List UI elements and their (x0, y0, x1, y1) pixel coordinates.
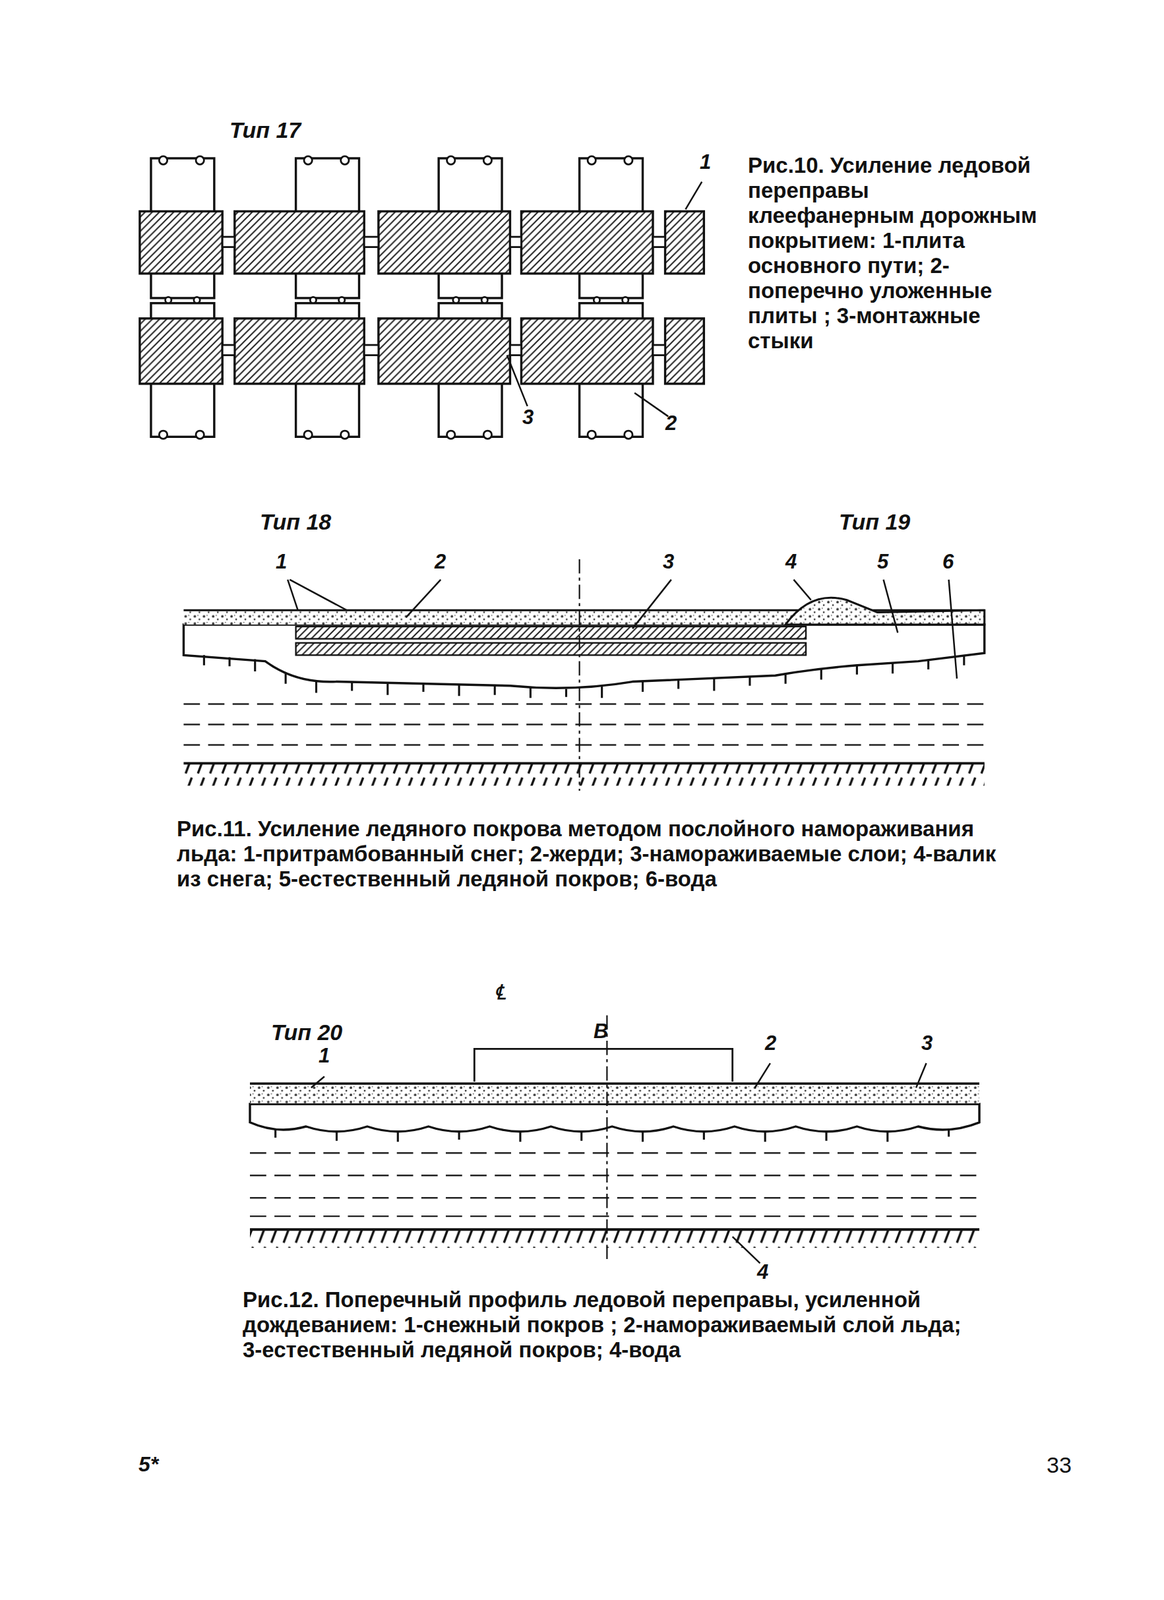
callout-number: 4 (785, 550, 797, 574)
callout-number: 3 (921, 1032, 933, 1055)
callout-number: 1 (318, 1044, 330, 1068)
callout-number: 1 (699, 151, 711, 174)
figure-caption: Рис.10. Усиление ледовой переправы клееф… (747, 153, 1039, 354)
callout-number: 2 (665, 412, 677, 435)
callout-number: 1 (275, 550, 287, 574)
ice-layering-profile (183, 559, 984, 791)
sprinkling-profile (249, 1014, 980, 1263)
figure-caption: Рис.12. Поперечный профиль ледовой переп… (242, 1287, 963, 1363)
callout-number: 6 (942, 550, 954, 574)
plates-plan (139, 156, 704, 439)
page-number: 33 (1046, 1452, 1072, 1478)
callout-number: 5 (877, 550, 889, 574)
type-label: Тип 18 (259, 509, 332, 535)
figure-caption: Рис.11. Усиление ледяного покрова методо… (176, 816, 1009, 892)
type-label: Тип 19 (838, 509, 911, 535)
callout-number: 2 (765, 1032, 777, 1055)
page-mark: 5* (138, 1452, 159, 1476)
axis-mark: ℄ (493, 981, 506, 1004)
callout-number: 4 (757, 1260, 769, 1284)
callout-number: 2 (434, 550, 446, 574)
dimension-label: В (593, 1020, 609, 1043)
type-label: Тип 17 (229, 118, 301, 143)
callout-number: 3 (522, 406, 534, 429)
callout-number: 3 (662, 550, 674, 574)
type-label: Тип 20 (271, 1020, 343, 1045)
